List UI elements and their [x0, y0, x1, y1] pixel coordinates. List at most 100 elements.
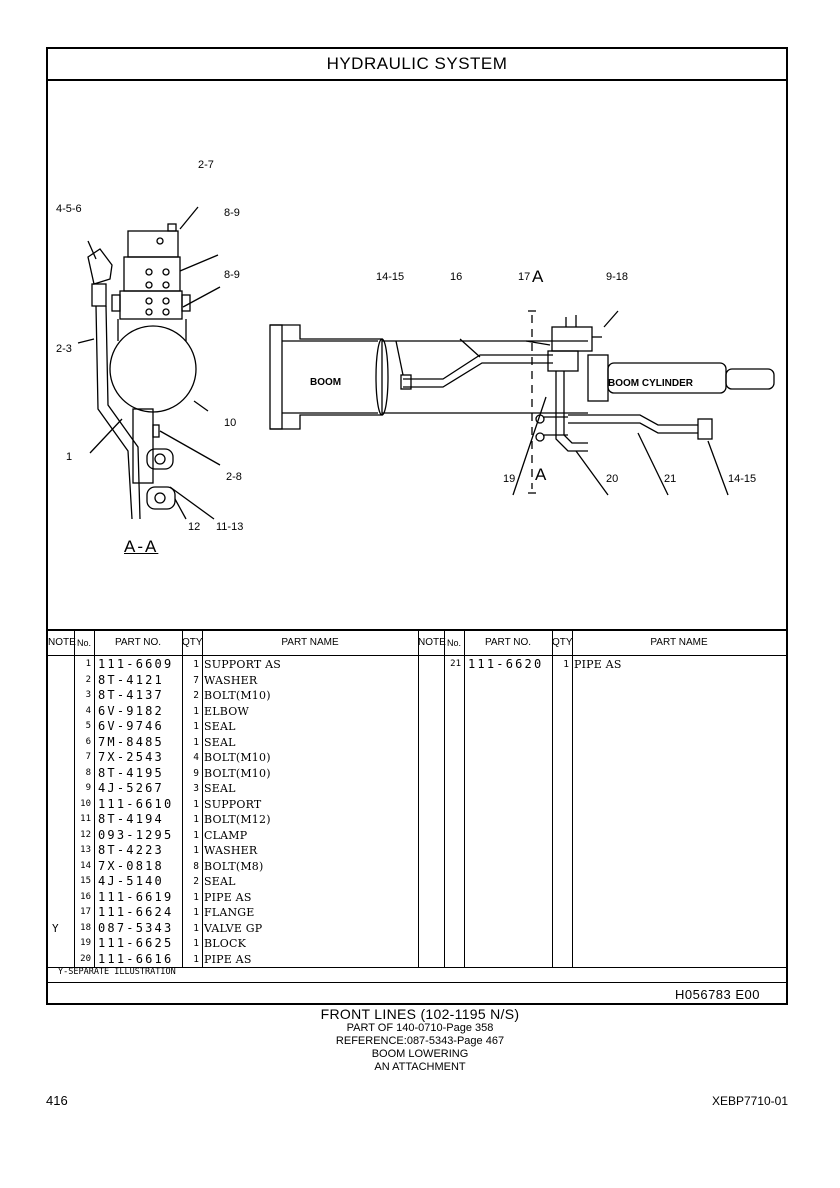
row-part-number: 8T-4121	[98, 672, 164, 687]
callout-label: 2-3	[56, 343, 72, 355]
row-quantity: 1	[193, 891, 199, 903]
row-part-number: 7M-8485	[98, 734, 164, 749]
callout-label: 14-15	[376, 271, 405, 283]
row-part-number: 111-6620	[468, 657, 544, 671]
row-quantity: 1	[193, 907, 199, 918]
callout-label: 20	[606, 473, 619, 485]
row-part-name: SUPPORT	[204, 797, 262, 811]
row-quantity: 1	[193, 705, 199, 717]
caption-attachment: AN ATTACHMENT	[374, 1061, 466, 1073]
row-quantity: 1	[193, 736, 199, 748]
drawing-frame: HYDRAULIC SYSTEM	[46, 47, 788, 1005]
callout-label: 11-13	[216, 521, 244, 533]
callout-label: 14-15	[728, 473, 757, 485]
row-quantity: 1	[193, 721, 199, 732]
row-part-number: 087-5343	[98, 920, 174, 935]
row-part-number: 8T-4223	[98, 843, 164, 857]
table-row: 1 111-6609 1 SUPPORT AS	[48, 657, 416, 673]
row-quantity: 2	[193, 876, 199, 887]
row-quantity: 2	[193, 690, 199, 701]
row-item-number: 18	[80, 922, 91, 933]
row-part-name: PIPE AS	[204, 952, 252, 966]
row-part-number: 7X-0818	[98, 858, 164, 873]
callout-label: 17	[518, 271, 531, 283]
callout-label: 8-9	[224, 207, 240, 219]
col-part-no: PART NO.	[484, 637, 532, 648]
row-item-number: 2	[85, 674, 91, 685]
row-part-number: 093-1295	[98, 827, 174, 842]
boom-view	[269, 310, 775, 496]
row-item-number: 9	[85, 783, 91, 793]
row-part-name: BLOCK	[204, 937, 247, 950]
row-part-name: PIPE AS	[574, 658, 622, 671]
row-item-number: 3	[85, 690, 91, 700]
section-marker: A	[532, 267, 544, 286]
row-quantity: 1	[193, 814, 199, 825]
row-part-name: WASHER	[204, 673, 258, 687]
caption-part-of: PART OF 140-0710-Page 358	[346, 1022, 494, 1034]
callout-label: 21	[664, 473, 677, 485]
row-quantity: 1	[193, 829, 199, 841]
row-item-number: 20	[80, 953, 91, 964]
col-part-no: PART NO.	[114, 637, 162, 648]
callout-label: 8-9	[224, 269, 240, 281]
row-part-name: FLANGE	[204, 906, 255, 919]
row-part-name: BOLT(M10)	[204, 766, 271, 780]
row-quantity: 3	[193, 783, 199, 794]
row-quantity: 1	[193, 659, 199, 670]
boom-label: BOOM	[310, 377, 342, 388]
row-item-number: 11	[80, 814, 91, 824]
row-quantity: 1	[563, 659, 569, 670]
row-part-name: WASHER	[204, 844, 258, 857]
callout-label: 16	[450, 271, 463, 283]
row-item-number: 5	[85, 721, 91, 731]
row-part-name: SEAL	[204, 875, 236, 888]
row-quantity: 9	[193, 767, 199, 779]
page-number: 416	[46, 1093, 68, 1108]
row-part-name: PIPE AS	[204, 890, 252, 904]
drawing-code: H056783 E00	[674, 987, 760, 1002]
row-item-number: 8	[85, 767, 91, 778]
parts-table: NOTE No. PART NO. QTY PART NAME NOTE No.…	[48, 629, 786, 989]
row-part-number: 8T-4195	[98, 765, 164, 780]
row-item-number: 21	[450, 659, 461, 669]
page-title: HYDRAULIC SYSTEM	[48, 49, 786, 81]
col-no: No.	[76, 638, 91, 648]
row-item-number: 7	[85, 752, 91, 762]
row-quantity: 1	[193, 798, 199, 810]
row-part-number: 111-6609	[98, 657, 174, 671]
row-item-number: 19	[80, 938, 91, 948]
row-quantity: 1	[193, 845, 199, 856]
row-part-name: SEAL	[204, 782, 236, 795]
row-item-number: 16	[80, 891, 91, 902]
row-part-name: CLAMP	[204, 828, 248, 842]
row-item-number: 1	[85, 659, 91, 669]
row-note: Y	[52, 921, 59, 935]
col-note: NOTE	[418, 637, 446, 648]
table-row: 21 111-6620 1 PIPE AS	[418, 657, 786, 673]
footnote: Y-SEPARATE ILLUSTRATION	[58, 967, 176, 977]
row-part-number: 111-6610	[98, 796, 174, 811]
row-part-name: BOLT(M12)	[204, 813, 271, 826]
row-part-name: SUPPORT AS	[204, 658, 282, 671]
col-qty: QTY	[552, 637, 573, 648]
caption-title: FRONT LINES (102-1195 N/S)	[320, 1006, 520, 1022]
col-part-name: PART NAME	[650, 637, 708, 648]
row-part-name: BOLT(M10)	[204, 751, 271, 764]
row-part-name: ELBOW	[204, 704, 249, 718]
col-qty: QTY	[182, 637, 203, 648]
row-part-number: 4J-5140	[98, 874, 164, 888]
row-part-number: 7X-2543	[98, 750, 164, 764]
row-part-number: 6V-9182	[98, 703, 164, 718]
